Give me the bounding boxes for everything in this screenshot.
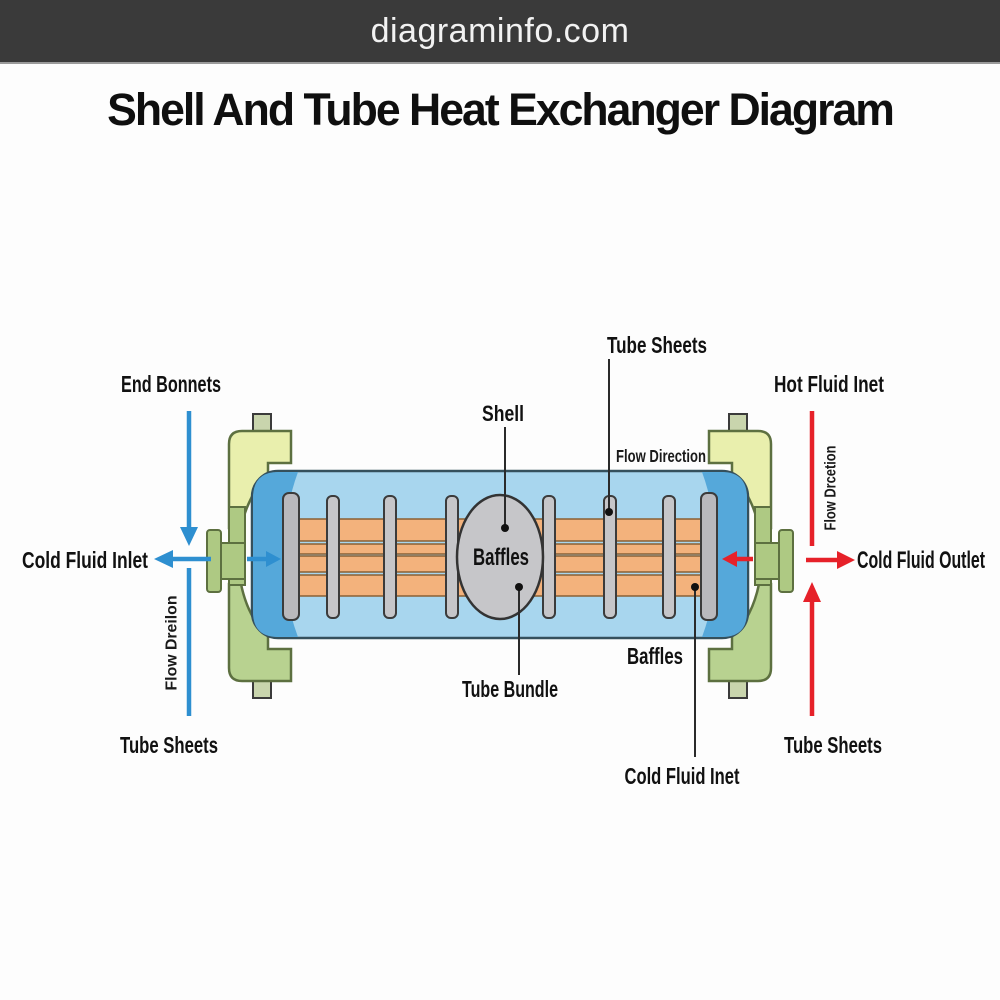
tube-bundle-leader-dot [515,583,523,591]
label-cold-fluid-inlet: Cold Fluid Inlet [22,547,148,573]
cold-flow-arrows [154,411,211,716]
cold-outlet-arrowhead [837,551,855,569]
site-name: diagraminfo.com [370,11,630,50]
left-bonnet-bottom-tab [252,680,272,699]
label-tube-sheets-bottom-left: Tube Sheets [120,732,218,758]
hot-flow-internal-arrow [722,551,753,567]
label-flow-direction-top: Flow Direction [616,446,706,466]
baffle [383,495,397,619]
label-flow-direction-right: Flow Drcetion [823,446,840,531]
label-baffles-center: Baffles [473,544,529,571]
page-title: Shell And Tube Heat Exchanger Diagram [107,84,895,135]
left-nozzle-neck [218,542,246,580]
tube-sheets-top-leader-dot [605,508,613,516]
label-cold-fluid-inlet-bottom: Cold Fluid Inet [625,763,740,789]
shell-leader-dot [501,524,509,532]
baffle-set [326,495,676,619]
label-tube-bundle: Tube Bundle [462,676,558,702]
baffle [326,495,340,619]
label-cold-fluid-outlet: Cold Fluid Outlet [857,547,985,574]
right-bonnet-top-tab [728,413,748,433]
cold-internal-arrowhead [266,551,281,567]
cold-down-arrowhead [180,527,198,546]
label-hot-fluid-inlet: Hot Fluid Inet [774,371,884,397]
label-flow-direction-left: Flow Dreilon [164,596,181,691]
right-bonnet-bottom-tab [728,680,748,699]
callout-leaders [501,359,699,757]
label-end-bonnets: End Bonnets [121,371,221,397]
cold-inlet-arrowhead [154,550,173,568]
hot-flow-arrows [803,411,855,716]
baffle [542,495,556,619]
cold-flow-internal-arrow [247,551,281,567]
label-tube-sheets-bottom-right: Tube Sheets [784,732,882,758]
right-tube-sheet [700,492,718,621]
label-shell: Shell [482,401,524,426]
site-header: diagraminfo.com [0,0,1000,64]
shell-assembly [247,469,753,640]
hot-up-arrowhead [803,582,821,602]
right-nozzle-neck [754,542,782,580]
hot-internal-arrowhead [722,551,737,567]
right-nozzle-flange [778,529,794,593]
baffle [662,495,676,619]
label-tube-sheets-top: Tube Sheets [607,332,707,358]
cold-fluid-inlet-bottom-leader-dot [691,583,699,591]
label-baffles-bottom: Baffles [627,643,683,669]
left-bonnet-top-tab [252,413,272,433]
left-tube-sheet [282,492,300,621]
